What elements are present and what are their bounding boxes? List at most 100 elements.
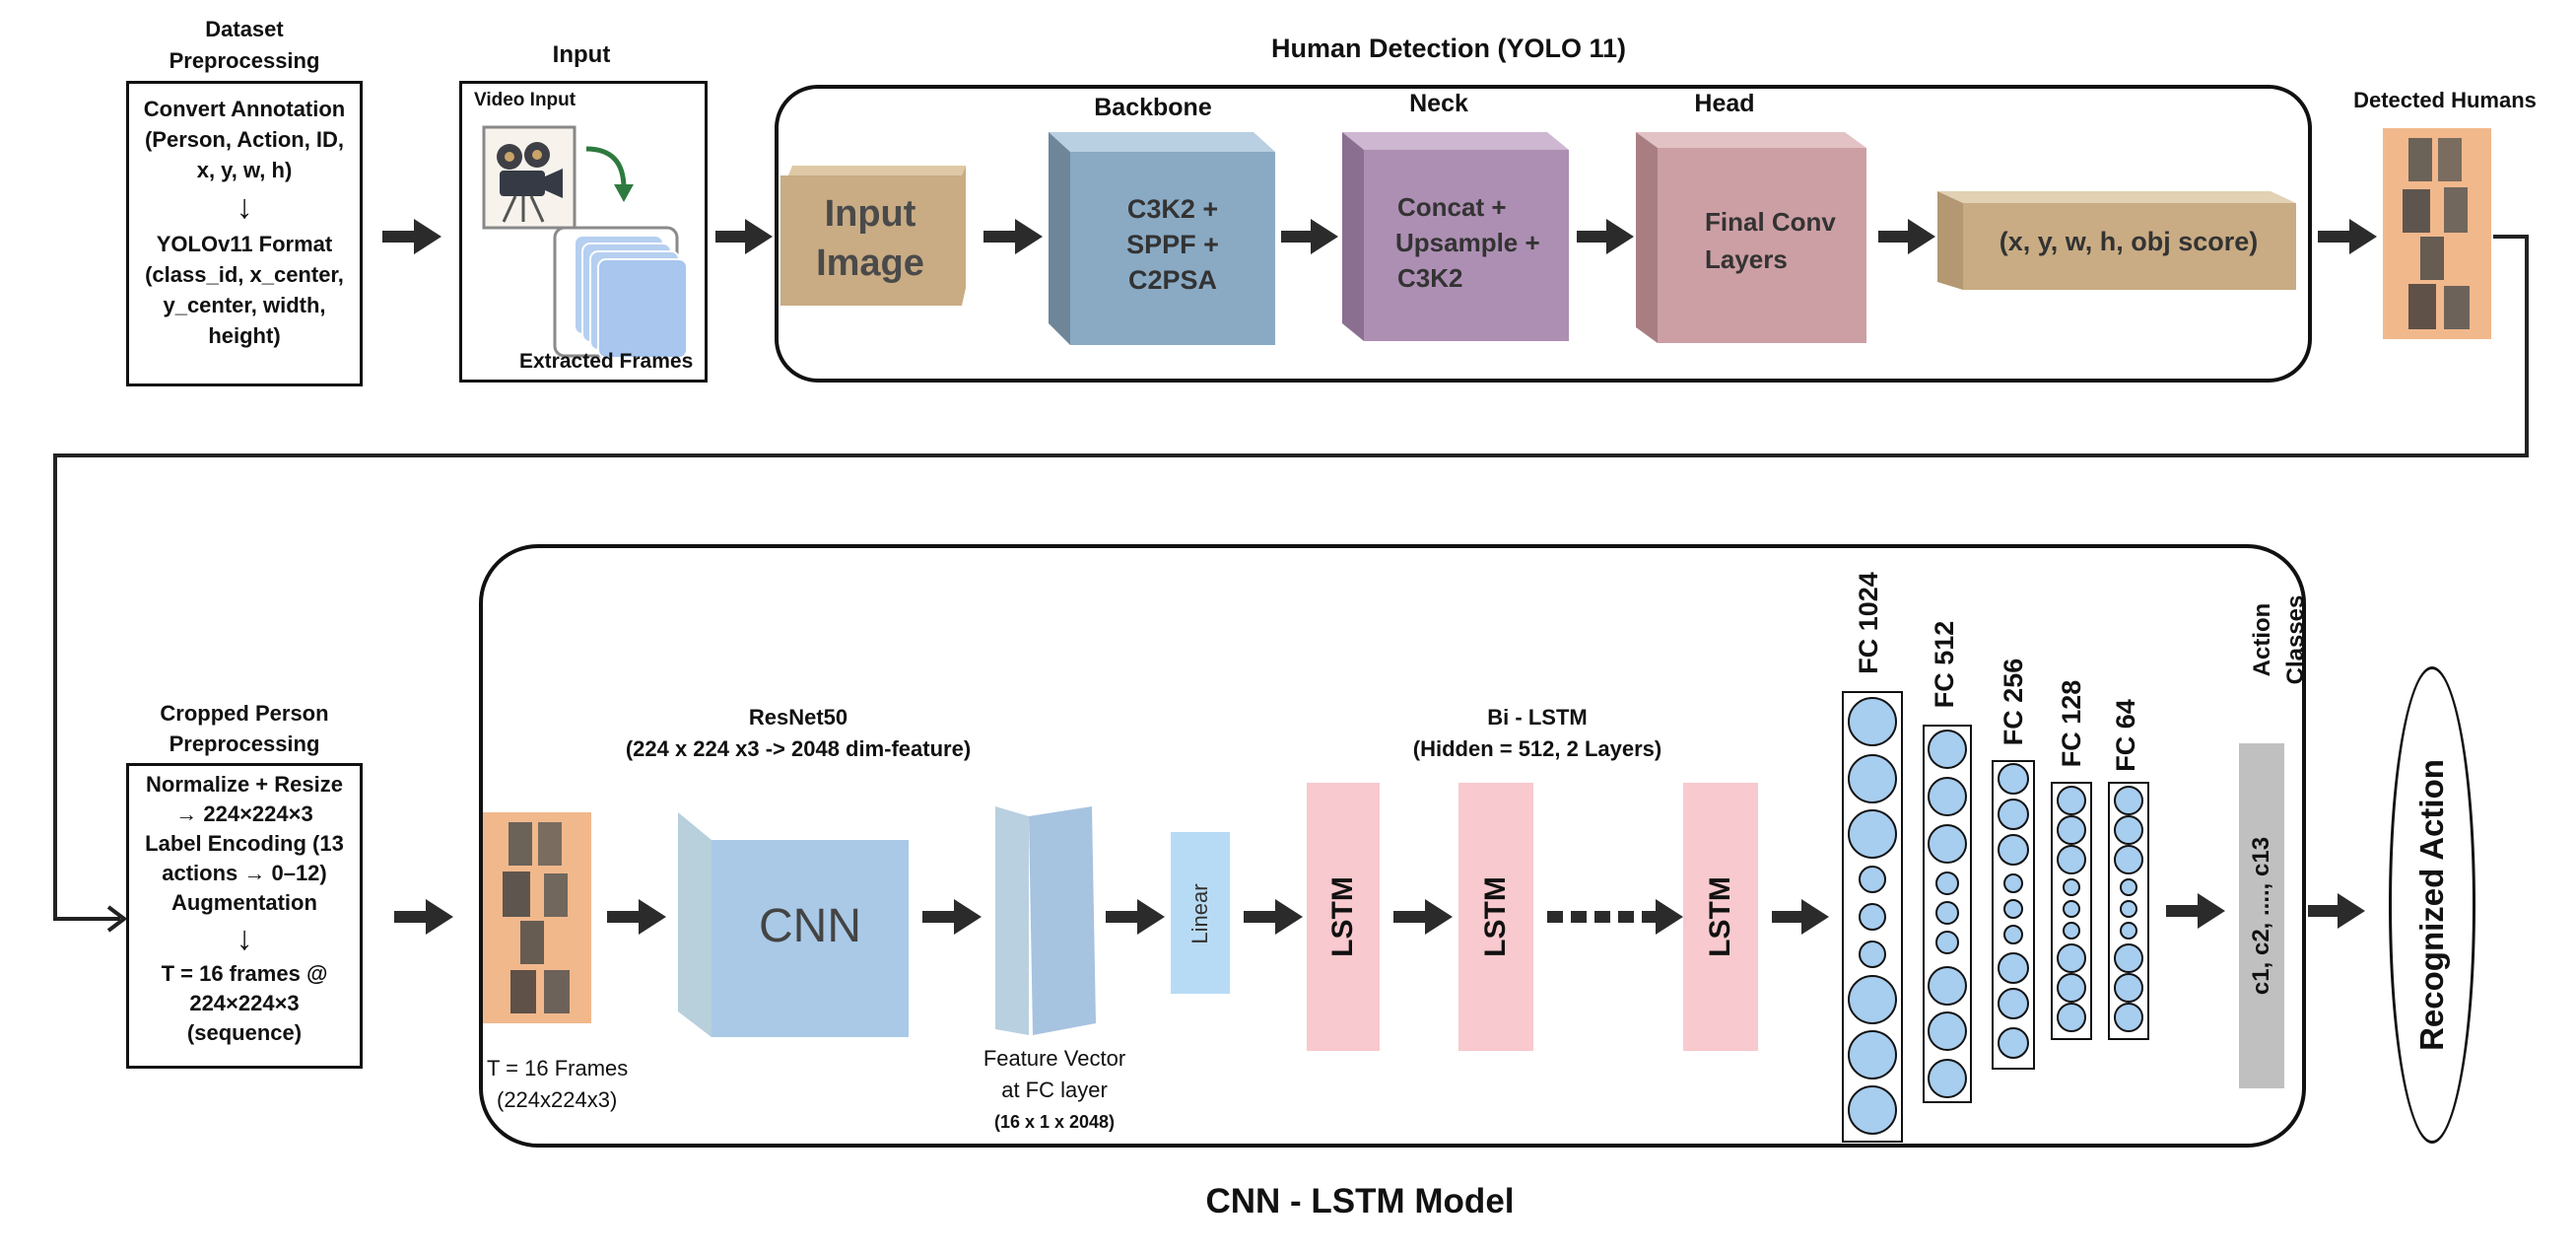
box-line: y_center, width,: [163, 293, 326, 317]
flow-arrow-icon: [983, 219, 1043, 254]
flow-arrow-icon: [1244, 899, 1303, 935]
detection-output-label: (x, y, w, h, obj score): [1999, 227, 2259, 256]
cnn-lstm-container: [479, 544, 2306, 1148]
box-line: (Person, Action, ID,: [144, 127, 345, 152]
box-line: Label Encoding (13: [145, 831, 344, 856]
box-line: (class_id, x_center,: [145, 262, 344, 287]
bilstm-line: Bi - LSTM: [1487, 705, 1588, 730]
backbone-block: [1049, 132, 1275, 345]
down-arrow-glyph: ↓: [236, 920, 253, 957]
extracted-frames-label: Extracted Frames: [519, 350, 694, 373]
resnet-title: ResNet50 (224 x 224 x3 -> 2048 dim-featu…: [572, 702, 1025, 765]
flow-arrow-icon: [1878, 219, 1935, 254]
crop-preprocessing-title: Cropped Person Preprocessing: [116, 698, 373, 759]
flow-arrow-icon: [1106, 899, 1165, 935]
cnn-lstm-model-title: CNN - LSTM Model: [1205, 1182, 1515, 1220]
connector-line: [53, 235, 2529, 921]
caption-line: (224x224x3): [497, 1087, 618, 1112]
detected-humans-title: Detected Humans: [2353, 88, 2537, 112]
box-line: YOLOv11 Format: [156, 232, 333, 256]
cnn-label: CNN: [759, 900, 861, 952]
detected-humans-thumbnail: [2383, 128, 2491, 339]
linear-layer-block: [1171, 832, 1230, 994]
box-line: → 224×224×3: [175, 801, 313, 826]
input-title: Input: [552, 41, 611, 68]
dashed-flow-arrow-icon: [1547, 899, 1683, 935]
backbone-line: C3K2 +: [1126, 194, 1219, 224]
backbone-line: SPPF +: [1126, 230, 1219, 259]
neck-line: C3K2: [1397, 263, 1463, 293]
recognized-action-label: Recognized Action: [2413, 759, 2450, 1051]
caption-line: at FC layer: [1001, 1078, 1108, 1102]
cropped-person-frames: [503, 822, 570, 1013]
input-box: Video Input Extracted Frames: [459, 81, 708, 383]
neck-block: [1342, 132, 1569, 341]
video-input-label: Video Input: [474, 90, 576, 110]
head-line: Layers: [1705, 244, 1788, 274]
frames-caption: T = 16 Frames (224x224x3): [487, 1053, 628, 1116]
flow-arrow-icon: [607, 899, 666, 935]
flow-arrow-icon: [2318, 219, 2377, 254]
down-arrow-glyph: ↓: [236, 188, 253, 226]
resnet-line: ResNet50: [748, 705, 848, 730]
bilstm-title: Bi - LSTM (Hidden = 512, 2 Layers): [1360, 702, 1715, 765]
yolo-title: Human Detection (YOLO 11): [1270, 34, 1627, 63]
connector-arrowhead-icon: [106, 905, 128, 933]
backbone-label: C3K2 + SPPF + C2PSA: [1070, 191, 1275, 298]
box-line: 224×224×3: [189, 991, 300, 1015]
backbone-title: Backbone: [1094, 94, 1212, 121]
box-line: (sequence): [186, 1020, 303, 1045]
flow-arrow-icon: [382, 219, 441, 254]
bilstm-line: (Hidden = 512, 2 Layers): [1412, 736, 1662, 761]
box-line: actions → 0–12): [162, 861, 327, 885]
flow-arrow-icon: [2308, 893, 2365, 929]
feature-vector-caption: Feature Vector at FC layer (16 x 1 x 204…: [946, 1043, 1163, 1138]
neck-label: Concat + Upsample + C3K2: [1368, 189, 1565, 296]
input-image-block: [780, 166, 966, 306]
feature-dims: (16 x 1 x 2048): [993, 1112, 1116, 1132]
cnn-block: [678, 812, 909, 1037]
head-label: Final Conv Layers: [1675, 203, 1863, 278]
input-image-label: Input Image: [779, 189, 962, 288]
flow-arrow-icon: [1772, 899, 1829, 935]
curved-arrow-head: [614, 184, 634, 202]
box-line: Normalize + Resize: [146, 772, 343, 797]
flow-arrow-icon: [1281, 219, 1338, 254]
box-line: x, y, w, h): [196, 158, 293, 182]
action-classes-text: c1, c2, ...., c13: [2248, 836, 2274, 996]
lstm-cell-1: [1307, 783, 1380, 1051]
head-block: [1636, 132, 1866, 343]
neck-title: Neck: [1409, 90, 1468, 117]
action-classes-bar: [2239, 743, 2284, 1088]
curved-arrow-icon: [585, 146, 627, 189]
box-line: height): [208, 323, 281, 348]
head-title: Head: [1694, 90, 1755, 117]
box-line: Convert Annotation: [143, 97, 346, 121]
flow-arrow-icon: [2166, 893, 2225, 929]
neck-line: Concat +: [1397, 192, 1507, 222]
flow-arrow-icon: [1577, 219, 1634, 254]
input-image-line: Image: [816, 243, 924, 284]
yolo-container: [775, 85, 2312, 383]
detection-output-block: [1937, 191, 2296, 290]
title-line: Preprocessing: [169, 48, 320, 73]
crop-preprocessing-box: Normalize + Resize → 224×224×3 Label Enc…: [126, 763, 363, 1069]
flow-arrow-icon: [394, 899, 453, 935]
feature-vector-block: [995, 806, 1096, 1035]
input-frames-thumbnail: [483, 812, 591, 1023]
caption-line: T = 16 Frames: [487, 1056, 629, 1080]
box-line: T = 16 frames @: [161, 961, 328, 986]
flow-arrow-icon: [1393, 899, 1453, 935]
input-image-line: Input: [824, 193, 916, 235]
title-line: Dataset: [205, 17, 284, 41]
caption-line: Feature Vector: [983, 1046, 1126, 1071]
title-line: Cropped Person: [160, 701, 329, 726]
dataset-preprocessing-title: Dataset Preprocessing: [116, 14, 373, 77]
backbone-line: C2PSA: [1127, 265, 1218, 295]
dataset-preprocessing-box: Convert Annotation (Person, Action, ID, …: [126, 81, 363, 386]
detected-person-crops: [2403, 138, 2470, 329]
head-line: Final Conv: [1705, 207, 1836, 237]
action-classes-title: Action Classes: [2249, 594, 2309, 685]
box-line: Augmentation: [171, 890, 317, 915]
